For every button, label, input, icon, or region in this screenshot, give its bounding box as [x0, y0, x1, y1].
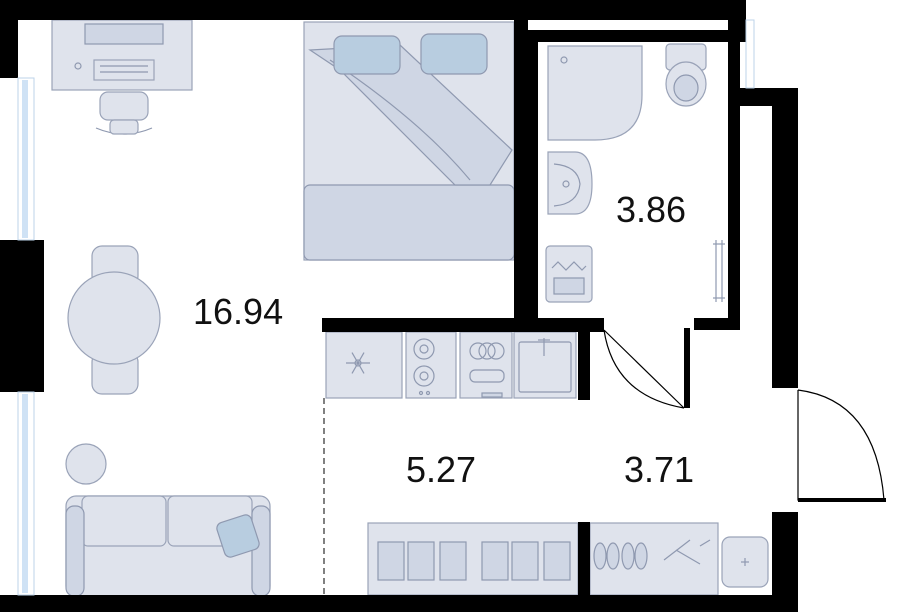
dining-table — [67, 245, 161, 395]
shower-tray — [547, 45, 643, 141]
toilet — [665, 43, 707, 107]
cooktop — [405, 331, 457, 399]
washing-machine — [545, 245, 593, 303]
side-table — [65, 443, 107, 485]
keyboard — [93, 59, 155, 81]
monitor — [84, 23, 164, 45]
pillow-right — [420, 33, 488, 75]
cooktop-icon — [413, 338, 435, 396]
window-right — [745, 19, 755, 89]
desk-chair — [95, 91, 153, 135]
desk — [51, 19, 193, 91]
window-bottom — [17, 391, 35, 596]
living-room-area-label: 16.94 — [193, 291, 283, 332]
towel-rail — [713, 240, 725, 302]
fridge — [325, 331, 403, 399]
bathroom-door[interactable] — [603, 329, 685, 409]
bed-footboard — [303, 184, 515, 261]
hallway-area-label: 3.71 — [624, 449, 694, 490]
sofa-cushion — [216, 514, 260, 558]
dish-rack — [459, 331, 513, 399]
bathroom-area-label: 3.86 — [616, 189, 686, 230]
shoe-cabinet — [589, 522, 719, 596]
kitchen-sink-unit — [513, 331, 577, 399]
washbasin — [547, 151, 593, 215]
sink-icon — [518, 338, 572, 393]
double-bed — [303, 21, 515, 261]
window-top — [17, 77, 35, 241]
walls — [0, 0, 798, 612]
sofa — [65, 495, 271, 597]
pouf — [721, 536, 769, 588]
kitchen-counter — [325, 331, 577, 399]
snowflake-icon — [346, 352, 370, 374]
pillow-left — [333, 35, 401, 75]
storage-cabinet — [367, 522, 579, 596]
dishes-icon — [469, 342, 505, 398]
kitchen-area-label: 5.27 — [406, 449, 476, 490]
entrance-door[interactable] — [797, 389, 885, 501]
